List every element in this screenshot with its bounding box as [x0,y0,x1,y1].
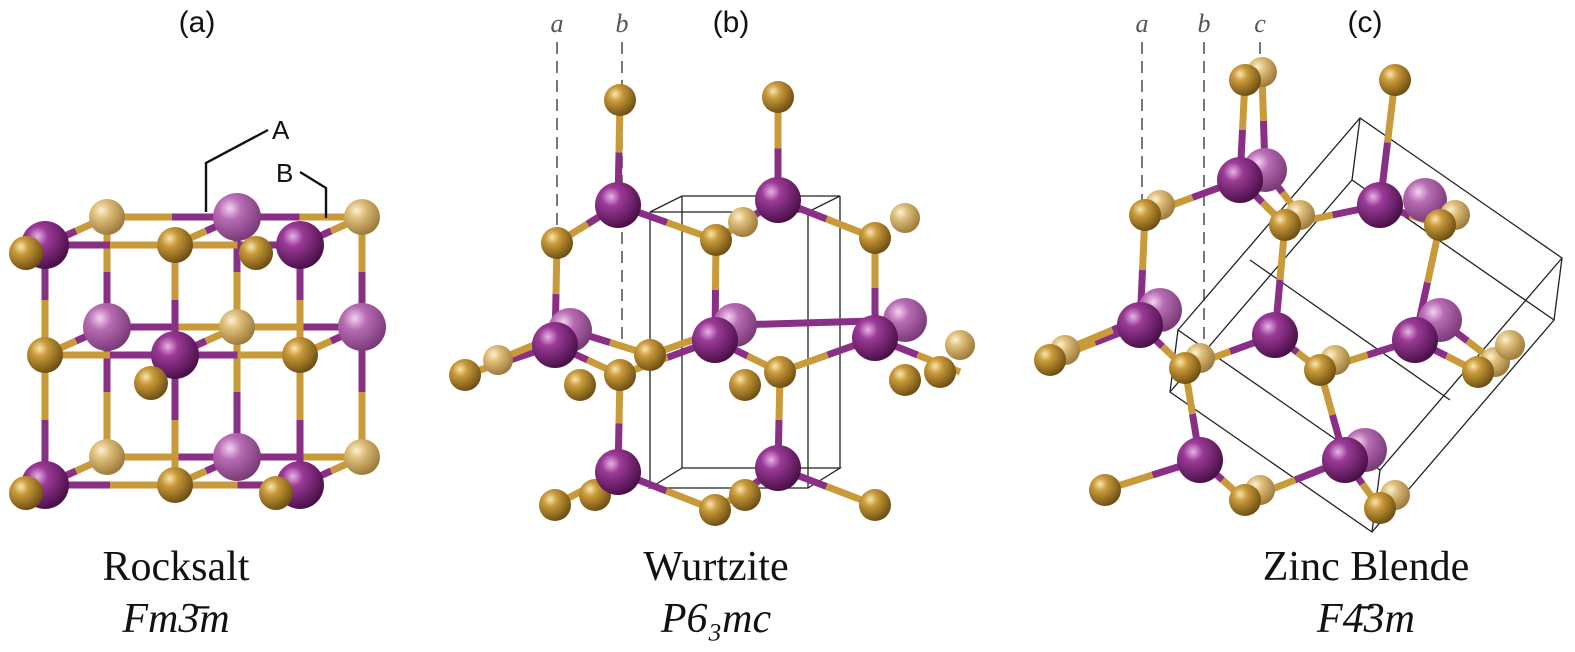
site-pointer-a [204,128,269,212]
atom-b [259,476,293,510]
atom-b [282,337,318,373]
atom-b [890,203,920,233]
atom-b [564,369,596,401]
atom-a [213,193,261,241]
atom-a [595,182,641,228]
atom-a [755,177,801,223]
atom-b [1462,356,1494,388]
caption-zincblende: Zinc Blende [1263,544,1469,590]
atom-b [1304,354,1336,386]
atom-a [1217,157,1263,203]
atom-b [1229,64,1261,96]
atom-a [338,303,386,351]
atom-b [9,476,43,510]
atom-b [924,356,956,388]
caption-rocksalt: Rocksalt [103,544,250,590]
atom-b [1364,492,1396,524]
atom-b [729,479,761,511]
atom-b [1495,330,1525,360]
atom-b [483,345,513,375]
atom-b [1229,484,1261,516]
atom-b [1129,199,1161,231]
space-group-zincblende: F4̄3m [1316,596,1415,642]
unit-cell-zincblende [1169,117,1563,533]
atom-b [762,81,794,113]
atom-b [1034,344,1066,376]
atom-b [729,369,761,401]
atom-b [539,489,571,521]
atom-b [859,489,891,521]
atom-b [700,224,732,256]
atom-b [1269,209,1301,241]
atom-b [945,330,975,360]
zincblende-structure [1034,57,1525,524]
atom-b [859,222,891,254]
atom-b [157,227,193,263]
atom-b [1379,64,1411,96]
atom-b [27,337,63,373]
atom-a [852,315,898,361]
site-pointer-b [299,170,328,218]
atom-b [764,356,796,388]
panel-label-b: (b) [713,6,750,39]
rocksalt-structure [9,193,386,510]
atom-a [213,433,261,481]
atom-a [1357,182,1403,228]
atom-a [151,331,199,379]
atom-a [1322,437,1368,483]
atom-b [134,366,168,400]
wurtzite-structure [449,81,975,526]
atom-a [1117,302,1163,348]
site-label-a: A [272,115,290,145]
atom-a [595,449,641,495]
atom-b [9,236,43,270]
atom-b [344,199,380,235]
atom-b [699,494,731,526]
atom-a [83,303,131,351]
atom-a [1252,312,1298,358]
atom-b [541,227,573,259]
space-group-rocksalt: Fm3̄m [121,596,229,642]
atom-b [604,84,636,116]
atom-b [1089,474,1121,506]
atom-b [89,199,125,235]
guide-label-c-c: c [1254,9,1266,38]
atom-b [728,207,758,237]
atom-b [157,467,193,503]
atom-b [604,359,636,391]
guide-label-b-a: a [551,9,564,38]
panel-label-c: (c) [1348,6,1383,39]
guide-label-c-a: a [1136,9,1149,38]
atom-b [239,236,273,270]
site-label-b: B [276,158,293,188]
atom-a [1392,317,1438,363]
guide-label-c-b: b [1198,9,1211,38]
panel-label-a: (a) [179,6,216,39]
atom-b [89,439,125,475]
atom-b [449,359,481,391]
atom-a [1177,437,1223,483]
space-group-wurtzite: P6₃mc [660,596,772,642]
atom-b [889,364,921,396]
caption-wurtzite: Wurtzite [643,544,788,590]
atom-b [219,309,255,345]
atom-b [1424,209,1456,241]
atom-a [692,317,738,363]
atom-a [755,445,801,491]
atom-a [276,221,324,269]
guide-label-b-b: b [616,9,629,38]
atom-b [634,339,666,371]
atom-a [532,322,578,368]
atom-b [344,439,380,475]
atom-b [1169,352,1201,384]
